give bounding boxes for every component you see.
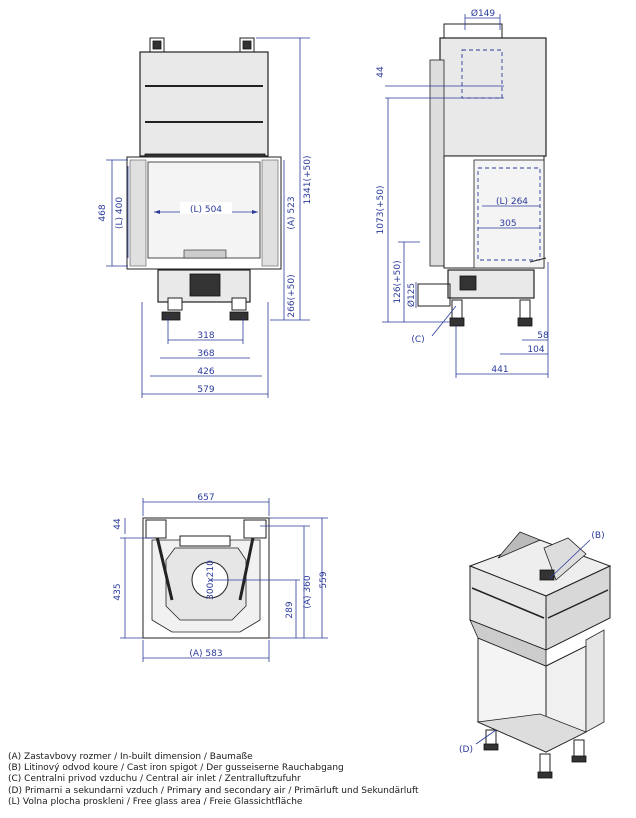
dim-side-104: 104 bbox=[527, 345, 544, 355]
front-view: (L) 504 318 368 426 579 468 (L) 400 (A) … bbox=[98, 37, 313, 398]
top-view: 300x210 657 44 435 289 (A) 360 559 (A) 5… bbox=[113, 493, 329, 662]
legend-item-D: (D) Primarni a sekundarni vzduch / Prima… bbox=[8, 785, 419, 796]
dim-top-A583: (A) 583 bbox=[189, 649, 222, 659]
iso-view: (B) (D) bbox=[459, 531, 612, 779]
label-D: (D) bbox=[459, 745, 473, 755]
top-strut-left bbox=[153, 527, 174, 601]
dim-front-1341: 1341(+50) bbox=[303, 156, 313, 205]
dim-side-44: 44 bbox=[376, 66, 386, 78]
label-C: (C) bbox=[411, 335, 424, 345]
dim-side-L264: (L) 264 bbox=[496, 197, 528, 207]
dim-front-A523: (A) 523 bbox=[287, 196, 297, 229]
dim-side-126: 126(+50) bbox=[393, 260, 403, 303]
dim-top-435: 435 bbox=[113, 583, 123, 600]
side-upper-casing bbox=[439, 37, 547, 157]
dim-top-559: 559 bbox=[319, 571, 329, 588]
legend-item-B: (B) Litinový odvod koure / Cast iron spi… bbox=[8, 763, 344, 774]
dim-side-441: 441 bbox=[491, 365, 508, 375]
legend-item-A: (A) Zastavbovy rozmer / In-built dimensi… bbox=[8, 752, 253, 762]
dim-top-44: 44 bbox=[113, 518, 123, 530]
legend-item-L: (L) Volna plocha proskleni / Free glass … bbox=[8, 796, 303, 807]
top-strut-right bbox=[238, 527, 257, 601]
legend-item-C: (C) Centralni privod vzduchu / Central a… bbox=[8, 774, 301, 785]
front-upper-casing bbox=[139, 51, 269, 157]
dim-front-368: 368 bbox=[197, 349, 214, 359]
dim-front-L504: (L) 504 bbox=[190, 205, 222, 215]
dim-front-579: 579 bbox=[197, 385, 214, 395]
label-B: (B) bbox=[591, 531, 604, 541]
dim-front-L400: (L) 400 bbox=[115, 197, 125, 229]
dim-front-266: 266(+50) bbox=[287, 274, 297, 317]
iso-upper-right bbox=[545, 565, 611, 651]
dim-side-1073: 1073(+50) bbox=[376, 186, 386, 235]
dim-top-A360: (A) 360 bbox=[303, 575, 313, 608]
dim-front-426: 426 bbox=[197, 367, 214, 377]
dim-side-149: Ø149 bbox=[471, 8, 496, 19]
dim-side-58: 58 bbox=[537, 331, 549, 341]
dim-top-289: 289 bbox=[285, 601, 295, 618]
dim-side-125: Ø125 bbox=[406, 283, 417, 307]
side-glass bbox=[473, 159, 545, 269]
side-spigot bbox=[443, 23, 503, 39]
dim-front-318: 318 bbox=[197, 331, 214, 341]
dim-top-657: 657 bbox=[197, 493, 214, 503]
legend: (A) Zastavbovy rozmer / In-built dimensi… bbox=[8, 752, 419, 808]
side-view: Ø149 44 (L) 264 305 Ø125 1073(+50) 1 bbox=[376, 8, 549, 378]
dim-front-468: 468 bbox=[98, 204, 108, 221]
dim-side-305: 305 bbox=[499, 219, 516, 229]
